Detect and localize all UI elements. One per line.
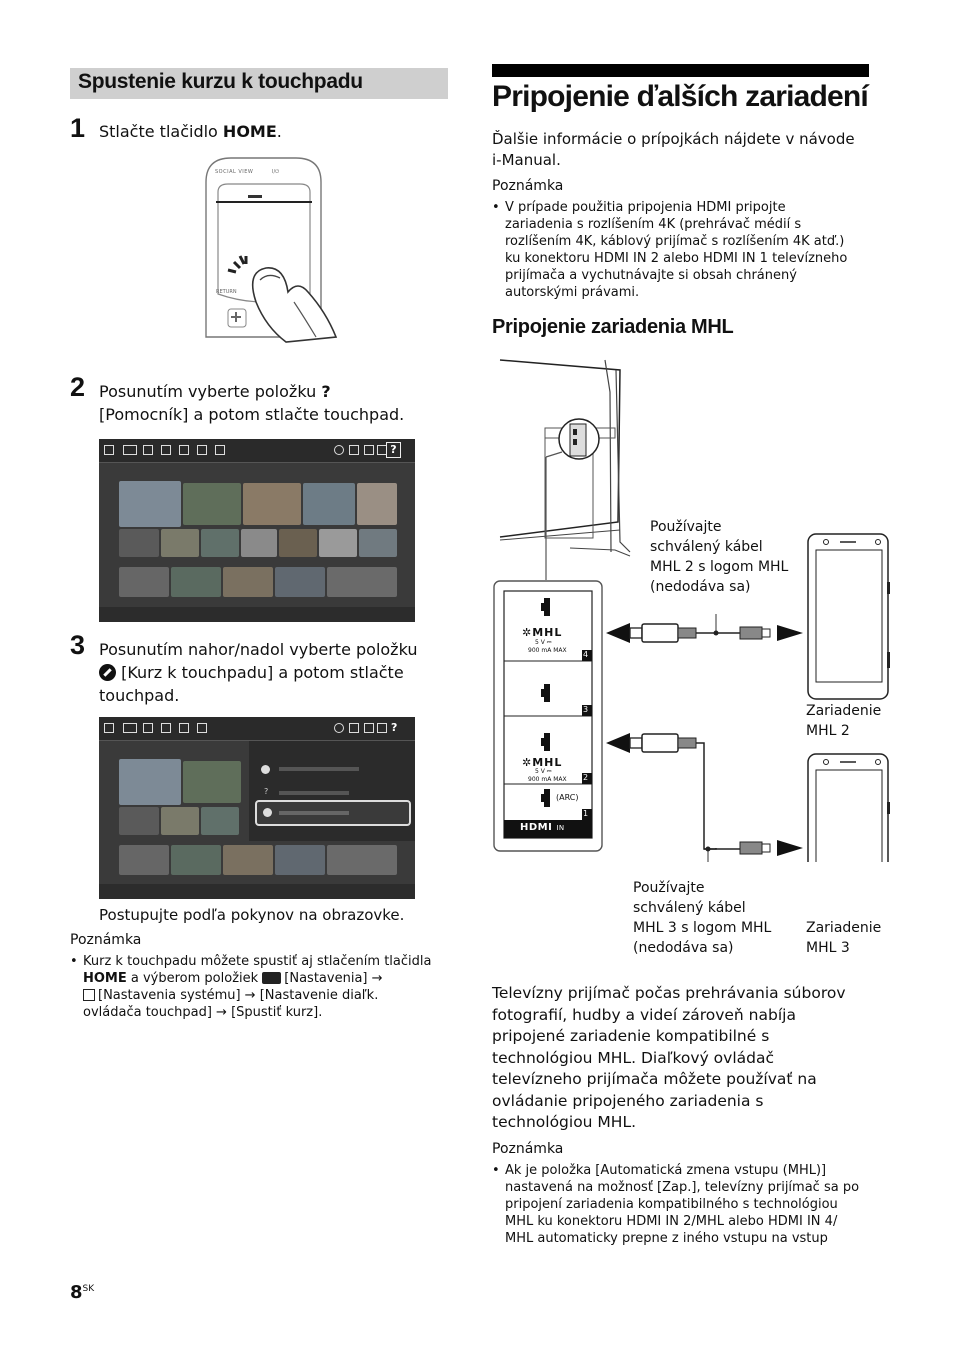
step-3-line-2: [Kurz k touchpadu] a potom stlačte — [99, 661, 404, 684]
tv-home-screenshot-1: ? — [99, 439, 415, 622]
remote-social-view-label: SOCIAL VIEW — [215, 169, 254, 175]
port-4-power-ma: 900 mA MAX — [528, 647, 567, 654]
port-number-4: 4 — [583, 650, 589, 659]
intro-text: Ďalšie informácie o prípojkách nájdete v… — [492, 130, 855, 169]
step-2-line-1: Posunutím vyberte položku ? — [99, 382, 331, 401]
device-label-mhl3: Zariadenie MHL 3 — [806, 920, 882, 956]
mhl-logo-port-4: ✲MHL — [522, 626, 563, 639]
hdmi-logo: HDMI IN — [520, 822, 565, 833]
remote-power-label: I/⏻ — [272, 169, 280, 175]
port-number-3: 3 — [583, 705, 589, 714]
port-2-power-v: 5 V ⎓ — [535, 768, 552, 775]
follow-instructions-text: Postupujte podľa pokynov na obrazovke. — [99, 906, 405, 924]
mhl-logo-port-2: ✲MHL — [522, 756, 563, 769]
mhl-subtitle: Pripojenie zariadenia MHL — [492, 316, 734, 338]
step-3-line-3: touchpad. — [99, 686, 180, 705]
step-3-number: 3 — [70, 630, 86, 660]
remote-return-label: RETURN — [216, 289, 237, 295]
step-3-line-1: Posunutím nahor/nadol vyberte položku — [99, 640, 418, 659]
right-note-1-title: Poznámka — [492, 178, 564, 194]
port-2-power-ma: 900 mA MAX — [528, 776, 567, 783]
port-number-2: 2 — [583, 773, 589, 782]
wrench-icon — [99, 664, 116, 681]
left-note-body: •Kurz k touchpadu môžete spustiť aj stla… — [70, 954, 432, 1020]
page-title: Pripojenie ďalších zariadení — [492, 80, 869, 113]
toolbox-icon — [262, 972, 282, 984]
help-icon: ? — [321, 382, 331, 401]
device-label-mhl2: Zariadenie MHL 2 — [806, 703, 882, 739]
section-title-bar — [70, 68, 448, 99]
cable-label-mhl3: Používajte schválený kábel MHL 3 s logom… — [633, 880, 772, 956]
right-note-1-body: •V prípade použitia pripojenia HDMI prip… — [492, 200, 848, 300]
mhl-description: Televízny prijímač počas prehrávania súb… — [492, 984, 846, 1131]
step-2-line-2: [Pomocník] a potom stlačte touchpad. — [99, 405, 405, 424]
section-title: Spustenie kurzu k touchpadu — [78, 70, 363, 93]
tv-help-menu-screenshot: ? ? — [99, 717, 415, 899]
system-settings-icon — [83, 989, 95, 1001]
mhl-connection-diagram — [493, 359, 890, 862]
touchpad-remote-illustration — [205, 157, 338, 343]
step-1-number: 1 — [70, 113, 86, 143]
page-number: 8SK — [70, 1282, 95, 1303]
left-note-title: Poznámka — [70, 932, 142, 948]
port-4-power-v: 5 V ⎓ — [535, 639, 552, 646]
right-note-2-title: Poznámka — [492, 1141, 564, 1157]
right-note-2-body: •Ak je položka [Automatická zmena vstupu… — [492, 1163, 860, 1246]
step-2-number: 2 — [70, 372, 86, 402]
title-rule — [492, 64, 869, 77]
port-number-1: 1 — [583, 809, 589, 818]
arc-label: (ARC) — [556, 793, 579, 802]
help-icon-highlight: ? — [386, 442, 401, 458]
step-1-text: Stlačte tlačidlo HOME. — [99, 122, 282, 141]
cable-label-mhl2: Používajte schválený kábel MHL 2 s logom… — [650, 519, 789, 595]
